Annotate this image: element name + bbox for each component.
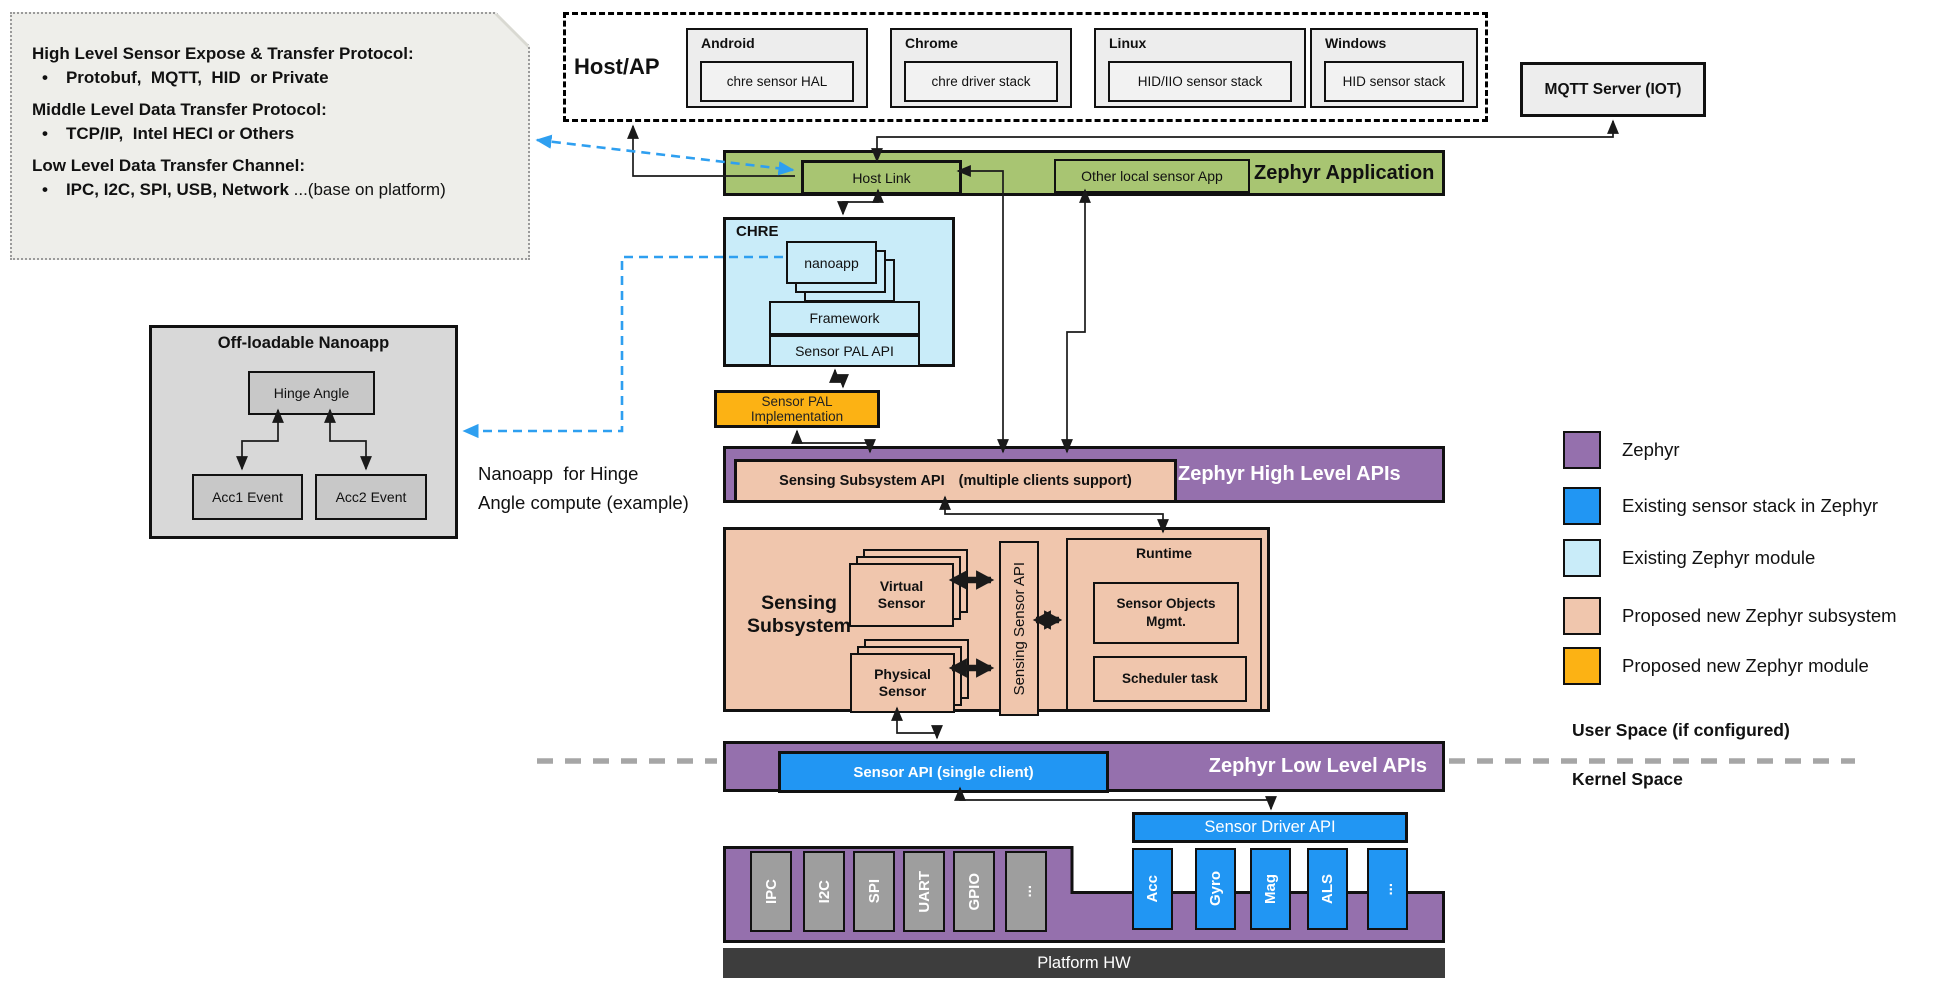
- sensor-chip-gyro: Gyro: [1195, 848, 1236, 930]
- legend-label: Proposed new Zephyr module: [1622, 655, 1869, 676]
- interface-chip-ipc: IPC: [750, 851, 792, 932]
- note-title: Middle Level Data Transfer Protocol:: [32, 100, 327, 119]
- protocol-note-box: High Level Sensor Expose & Transfer Prot…: [10, 12, 530, 260]
- nanoapp-example-caption: Nanoapp for Hinge Angle compute (example…: [478, 463, 689, 513]
- legend-swatch-peach: [1563, 597, 1601, 635]
- zephyr-application-bar: Host Link Other local sensor App Zephyr …: [723, 150, 1445, 196]
- legend-item-existing-module: Existing Zephyr module: [1563, 539, 1815, 577]
- note-title: Low Level Data Transfer Channel:: [32, 156, 306, 175]
- physical-sensor-box: Physical Sensor: [850, 653, 955, 713]
- chre-box: CHRE nanoapp Framework Sensor PAL API: [723, 217, 955, 367]
- sensor-pal-api-box: Sensor PAL API: [769, 335, 920, 367]
- zephyr-low-level-apis-bar: Sensor API (single client) Zephyr Low Le…: [723, 741, 1445, 793]
- scheduler-task-box: Scheduler task: [1093, 656, 1247, 702]
- sensor-api-single-client-box: Sensor API (single client): [778, 751, 1109, 793]
- os-name: Chrome: [905, 35, 958, 51]
- chre-label: CHRE: [736, 223, 779, 240]
- multiple-clients-note: (multiple clients support): [958, 473, 1132, 489]
- legend-swatch-purple: [1563, 431, 1601, 469]
- os-box-chrome: Chrome chre driver stack: [890, 28, 1072, 108]
- os-box-linux: Linux HID/IIO sensor stack: [1094, 28, 1306, 108]
- os-name: Android: [701, 35, 755, 51]
- acc2-event-box: Acc2 Event: [315, 474, 427, 520]
- os-stack: chre sensor HAL: [700, 61, 854, 102]
- kernel-space-label: Kernel Space: [1572, 769, 1683, 789]
- sensor-objects-mgmt-box: Sensor Objects Mgmt.: [1093, 582, 1239, 644]
- sensor-pal-implementation-box: Sensor PAL Implementation: [714, 390, 880, 428]
- interface-chip-uart: UART: [903, 851, 945, 932]
- folded-corner: [494, 14, 528, 48]
- interface-chip-gpio: GPIO: [953, 851, 995, 932]
- note-title: High Level Sensor Expose & Transfer Prot…: [32, 44, 414, 63]
- zephyr-low-level-apis-label: Zephyr Low Level APIs: [1208, 755, 1427, 777]
- interface-chip-spi: SPI: [853, 851, 895, 932]
- os-stack: HID/IIO sensor stack: [1108, 61, 1292, 102]
- os-stack: chre driver stack: [904, 61, 1058, 102]
- os-box-windows: Windows HID sensor stack: [1310, 28, 1478, 108]
- legend-item-new-module: Proposed new Zephyr module: [1563, 647, 1869, 685]
- offloadable-nanoapp-title: Off-loadable Nanoapp: [217, 334, 390, 352]
- sensor-chip-mag: Mag: [1250, 848, 1291, 930]
- os-stack: HID sensor stack: [1324, 61, 1464, 102]
- virtual-sensor-box: Virtual Sensor: [849, 563, 954, 627]
- interface-chip-i2c: I2C: [803, 851, 845, 932]
- os-name: Windows: [1325, 35, 1387, 51]
- acc1-event-box: Acc1 Event: [192, 474, 303, 520]
- note-bullet: Protobuf, MQTT, HID or Private: [42, 68, 508, 88]
- mqtt-server-box: MQTT Server (IOT): [1520, 62, 1706, 117]
- legend-swatch-blue: [1563, 487, 1601, 525]
- other-local-sensor-app-box: Other local sensor App: [1054, 159, 1250, 193]
- note-bullet: TCP/IP, Intel HECI or Others: [42, 124, 508, 144]
- user-space-label: User Space (if configured): [1572, 720, 1790, 740]
- sensor-driver-api-box: Sensor Driver API: [1132, 812, 1408, 843]
- runtime-label: Runtime: [1136, 545, 1192, 561]
- legend-swatch-lightblue: [1563, 539, 1601, 577]
- legend-swatch-orange: [1563, 647, 1601, 685]
- offloadable-nanoapp-box: Off-loadable Nanoapp Hinge Angle Acc1 Ev…: [149, 325, 458, 539]
- host-ap-label: Host/AP: [574, 54, 660, 79]
- hinge-angle-box: Hinge Angle: [248, 371, 375, 415]
- sensing-subsystem-api-label: Sensing Subsystem API: [779, 473, 945, 489]
- zephyr-high-level-apis-label: Zephyr High Level APIs: [1178, 463, 1401, 485]
- legend-item-new-subsystem: Proposed new Zephyr subsystem: [1563, 597, 1897, 635]
- sensing-subsystem-api-box: Sensing Subsystem API (multiple clients …: [734, 459, 1177, 503]
- note-bullet: IPC, I2C, SPI, USB, Network ...(base on …: [42, 180, 508, 200]
- sensing-subsystem-title: Sensing Subsystem: [746, 592, 852, 638]
- sensing-sensor-api-box: Sensing Sensor API: [999, 541, 1039, 716]
- framework-box: Framework: [769, 301, 920, 335]
- legend-item-existing-stack: Existing sensor stack in Zephyr: [1563, 487, 1878, 525]
- interface-chip-more: ...: [1005, 851, 1047, 932]
- arrow-chre-pal-impl: [829, 368, 849, 389]
- runtime-box: Runtime Sensor Objects Mgmt. Scheduler t…: [1066, 538, 1262, 712]
- host-link-box: Host Link: [801, 160, 962, 195]
- os-box-android: Android chre sensor HAL: [686, 28, 868, 108]
- os-name: Linux: [1109, 35, 1147, 51]
- arrow-hostlink-sensing-api: [956, 165, 1009, 454]
- sensing-sensor-api-label: Sensing Sensor API: [1010, 561, 1028, 696]
- legend-item-zephyr: Zephyr: [1563, 431, 1680, 469]
- platform-hw-bar: Platform HW: [723, 948, 1445, 978]
- arrow-otherapp-sensing-api: [1061, 188, 1091, 454]
- sensor-chip-als: ALS: [1307, 848, 1348, 930]
- legend-label: Existing Zephyr module: [1622, 547, 1816, 568]
- legend-label: Zephyr: [1622, 439, 1680, 460]
- sensor-chip-acc: Acc: [1132, 848, 1173, 930]
- nanoapp-box: nanoapp: [786, 241, 877, 284]
- sensor-chip-more: ...: [1367, 848, 1408, 930]
- zephyr-high-level-apis-bar: Sensing Subsystem API (multiple clients …: [723, 446, 1445, 503]
- legend-label: Proposed new Zephyr subsystem: [1622, 605, 1897, 626]
- legend-label: Existing sensor stack in Zephyr: [1622, 495, 1879, 516]
- sensing-subsystem-box: Sensing Subsystem Virtual Sensor Physica…: [723, 527, 1270, 716]
- zephyr-application-label: Zephyr Application: [1254, 161, 1435, 184]
